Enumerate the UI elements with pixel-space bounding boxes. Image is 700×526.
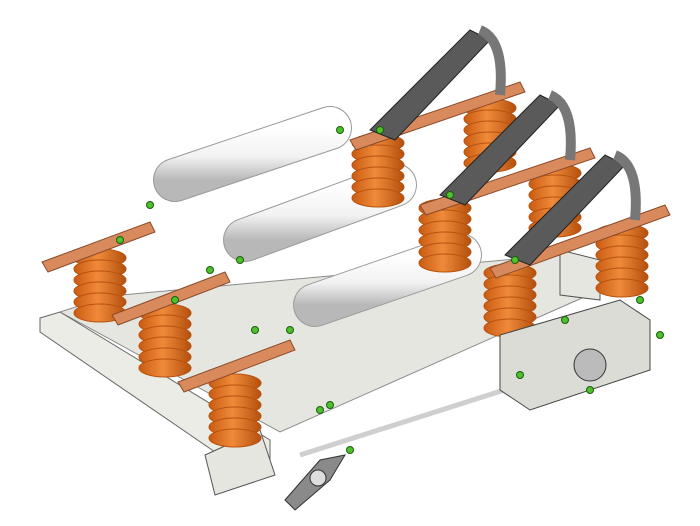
bolt: [116, 236, 124, 244]
insulator-1: [73, 248, 127, 323]
bolt: [656, 331, 664, 339]
bolts: [116, 126, 664, 454]
bolt: [326, 401, 334, 409]
insulator-3: [208, 373, 262, 448]
bolt: [516, 371, 524, 379]
busbar-left-3: [177, 339, 296, 393]
arc-chute-2: [547, 90, 576, 161]
bolt: [316, 406, 324, 414]
busbar-left-1: [41, 221, 156, 273]
bolt: [251, 326, 259, 334]
bolt: [446, 191, 454, 199]
bolt: [146, 201, 154, 209]
bolt: [511, 256, 519, 264]
bolt: [636, 296, 644, 304]
bolt: [206, 266, 214, 274]
bolt: [561, 316, 569, 324]
bolt: [376, 126, 384, 134]
operating-rod: [299, 382, 521, 458]
mechanism-wheel: [573, 348, 607, 382]
bolt: [586, 386, 594, 394]
insulator-6: [483, 263, 537, 338]
insulator-4: [351, 133, 405, 208]
mechanism-housing: [499, 299, 651, 411]
insulator-2: [138, 303, 192, 378]
bolt: [286, 326, 294, 334]
bolt: [236, 256, 244, 264]
arc-chute-3: [612, 150, 641, 221]
arc-chute-1: [477, 25, 506, 96]
bolt: [171, 296, 179, 304]
busbar-left-2: [111, 271, 231, 326]
bolt: [336, 126, 344, 134]
crank-pivot: [309, 469, 327, 487]
bolt: [346, 446, 354, 454]
switch-arms: [369, 25, 641, 266]
insulator-9: [595, 223, 649, 298]
frame-right-plate: [559, 249, 601, 301]
operating-mechanism: [284, 299, 651, 511]
